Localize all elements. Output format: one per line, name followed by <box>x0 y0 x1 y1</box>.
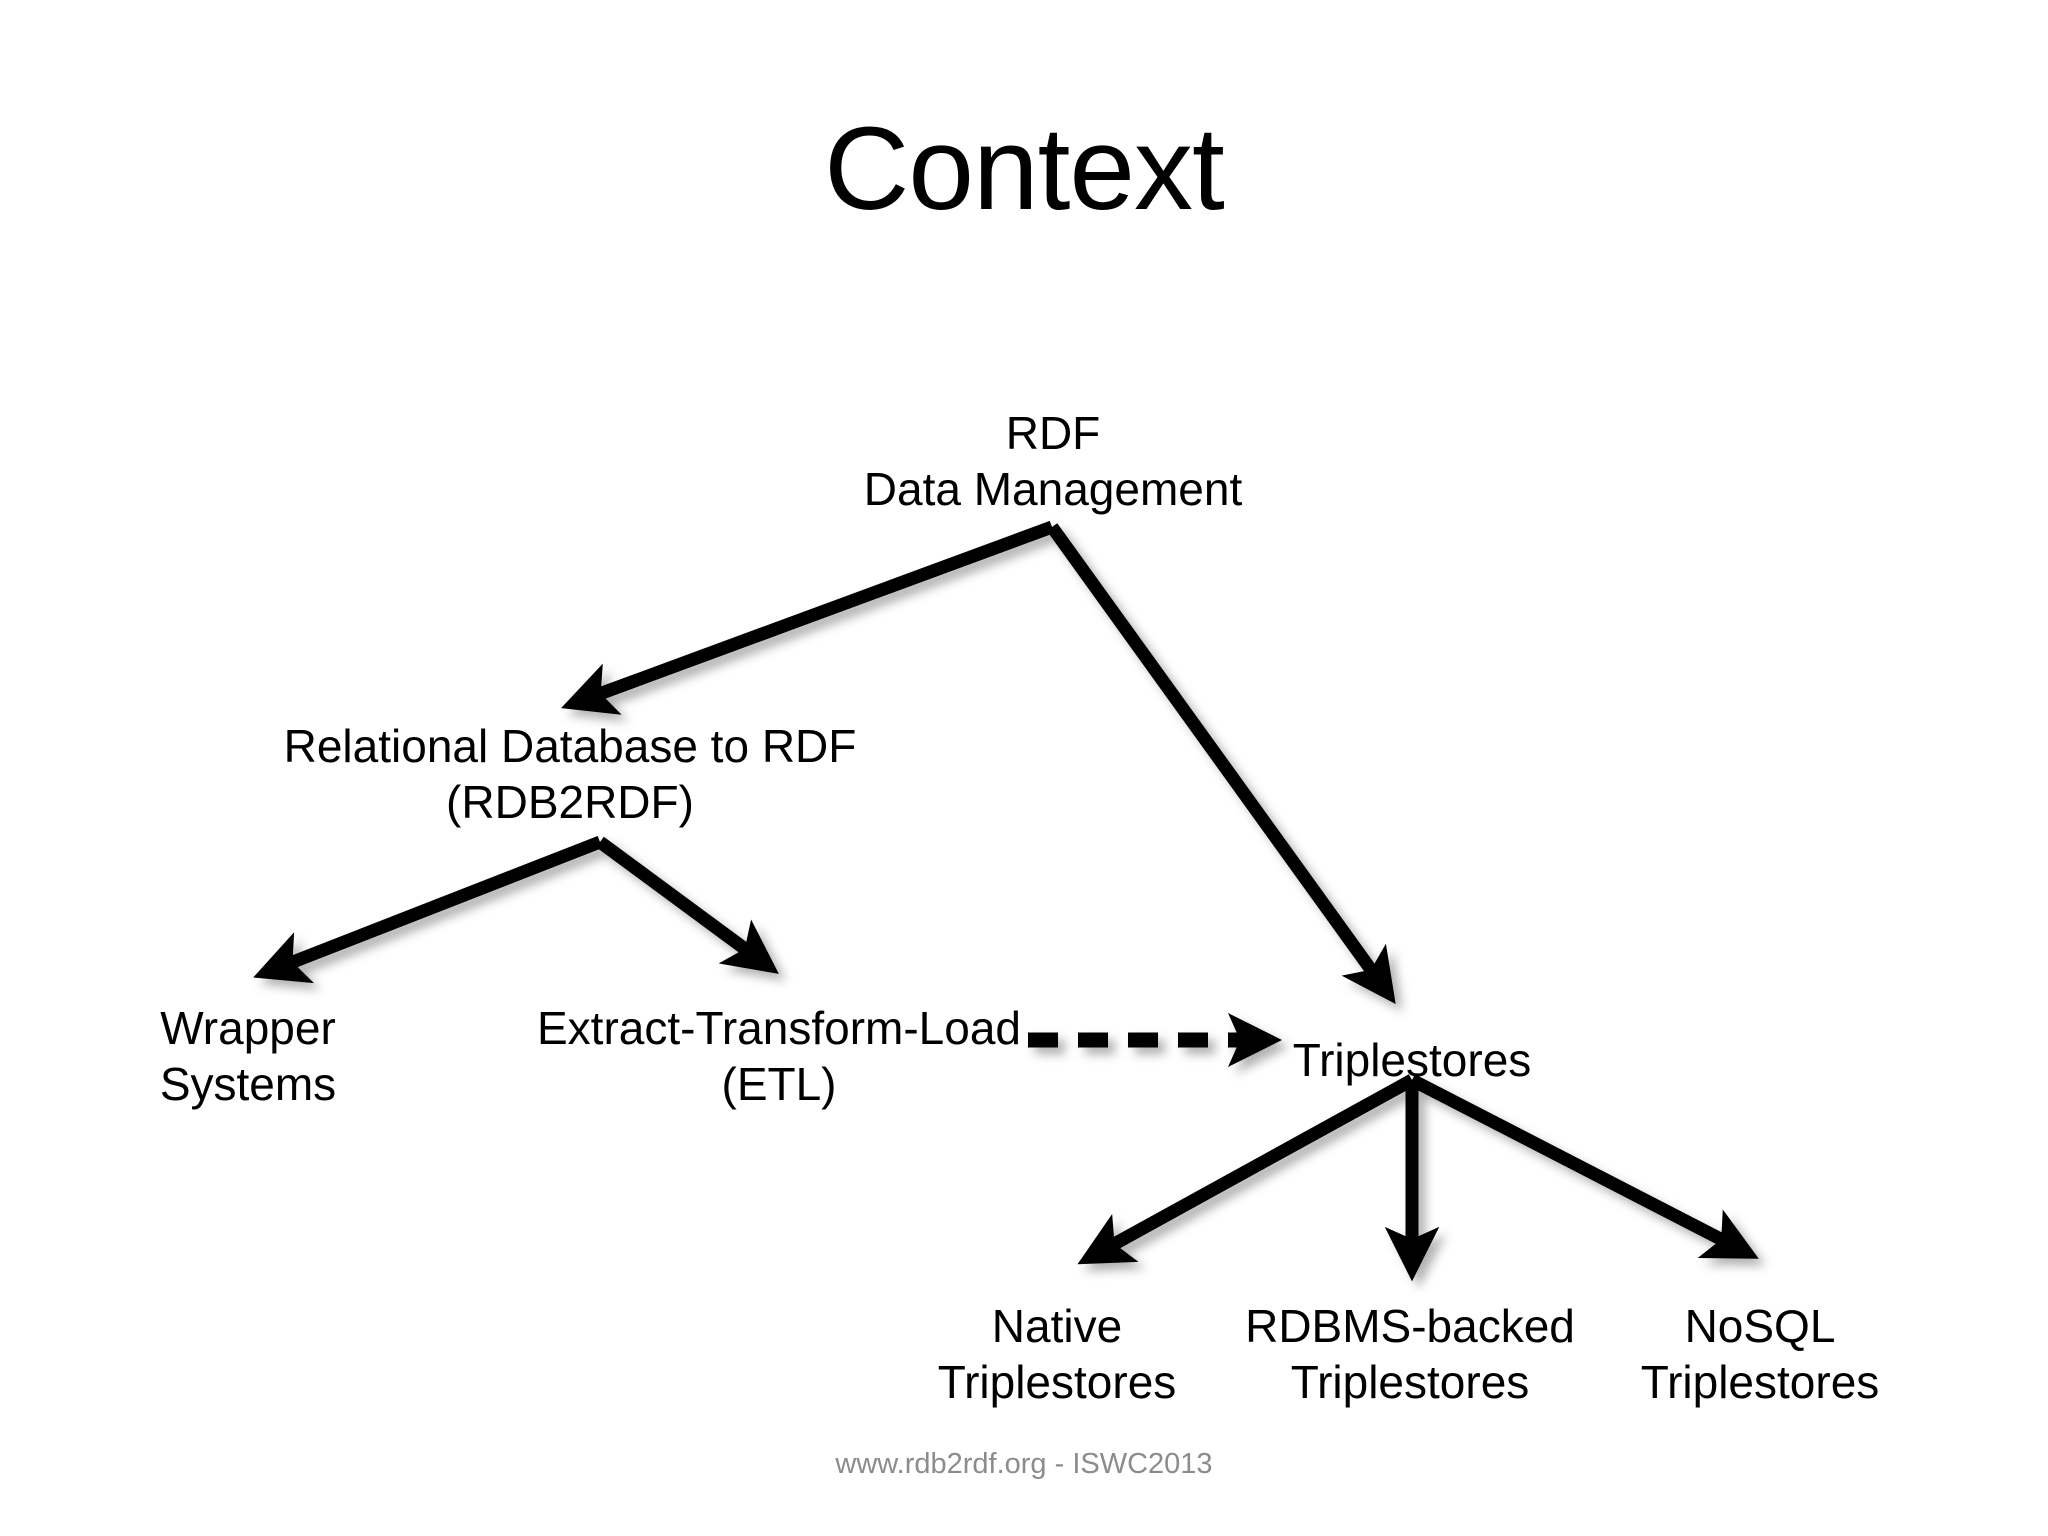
node-rdbms-backed-line1: RDBMS-backed <box>1245 1300 1575 1352</box>
node-native-triplestores: Native Triplestores <box>938 1298 1177 1410</box>
page-title: Context <box>824 103 1225 235</box>
node-triplestores: Triplestores <box>1293 1032 1532 1088</box>
edge-rdb2rdf-to-etl <box>596 836 779 974</box>
edge-root-to-triplestores <box>1046 523 1396 1004</box>
node-wrapper-systems: Wrapper Systems <box>160 1000 336 1112</box>
node-rdb2rdf-line1: Relational Database to RDF <box>283 720 857 772</box>
node-rdb2rdf-line2: (RDB2RDF) <box>446 776 694 829</box>
node-rdbms-backed-line2: Triplestores <box>1290 1356 1530 1409</box>
node-wrapper-line2: Systems <box>159 1058 337 1111</box>
footer-attribution: www.rdb2rdf.org - ISWC2013 <box>835 1448 1213 1480</box>
node-rdbms-backed-triplestores: RDBMS-backed Triplestores <box>1245 1298 1575 1410</box>
node-etl-line2: (ETL) <box>721 1058 837 1111</box>
node-nosql-triplestores: NoSQL Triplestores <box>1641 1298 1880 1410</box>
node-root-line2: Data Management <box>863 463 1243 516</box>
node-etl-line1: Extract-Transform-Load <box>537 1002 1021 1054</box>
node-native-line1: Native <box>991 1300 1123 1352</box>
node-etl: Extract-Transform-Load (ETL) <box>537 1000 1021 1112</box>
node-native-line2: Triplestores <box>937 1356 1177 1409</box>
edge-root-to-rdb2rdf <box>561 520 1055 715</box>
node-nosql-line2: Triplestores <box>1640 1356 1880 1409</box>
edge-triplestores-to-native <box>1077 1074 1416 1265</box>
node-wrapper-line1: Wrapper <box>160 1002 336 1054</box>
node-rdb2rdf: Relational Database to RDF (RDB2RDF) <box>284 718 857 830</box>
edge-triplestores-to-nosql <box>1409 1074 1759 1259</box>
node-nosql-line1: NoSQL <box>1684 1300 1836 1352</box>
node-root-line1: RDF <box>1005 407 1101 459</box>
node-root: RDF Data Management <box>864 405 1242 517</box>
edge-rdb2rdf-to-wrapper <box>253 835 603 984</box>
node-triplestores-line1: Triplestores <box>1292 1034 1532 1086</box>
